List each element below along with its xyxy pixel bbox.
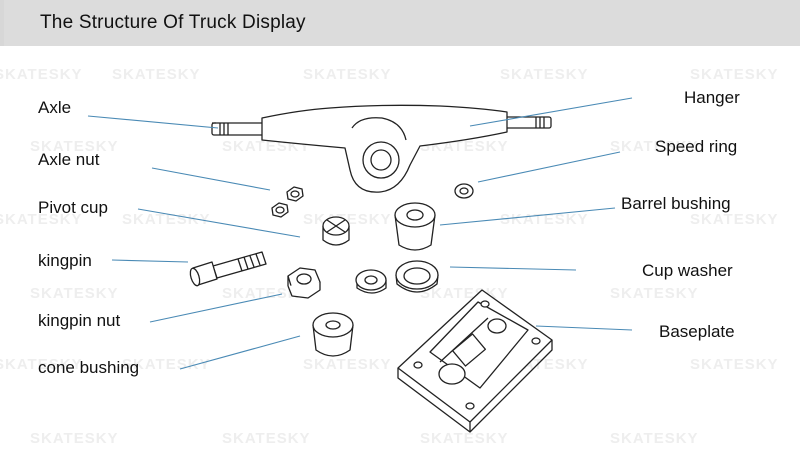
cone-bushing-hole	[325, 320, 341, 330]
watermark: SKATESKY	[690, 211, 779, 228]
kingpin-head-end	[189, 267, 201, 287]
watermark: SKATESKY	[112, 66, 201, 83]
kingpin-nut-part	[287, 267, 321, 299]
cup-washer-inner	[403, 267, 431, 285]
washer-small-part	[355, 269, 387, 294]
label-speed-ring: Speed ring	[655, 137, 738, 156]
watermark: SKATESKY	[610, 138, 699, 155]
leader-kingpin-nut	[149, 293, 283, 323]
label-axle: Axle	[38, 98, 72, 117]
kingpin-nut-hole	[296, 273, 312, 285]
pivot-cup-part	[322, 216, 350, 246]
watermark: SKATESKY	[30, 430, 119, 447]
watermark: SKATESKY	[30, 138, 119, 155]
label-pivot-cup: Pivot cup	[38, 198, 108, 217]
leader-speed-ring	[477, 151, 621, 183]
page-title: The Structure Of Truck Display	[40, 12, 306, 33]
baseplate-mount-hole	[480, 300, 490, 308]
pivot-cup-cross	[326, 219, 346, 233]
baseplate-mount-hole	[413, 361, 423, 369]
axle-nut-part	[271, 186, 304, 218]
watermark: SKATESKY	[303, 356, 392, 373]
barrel-bushing-hole	[406, 209, 424, 221]
watermark: SKATESKY	[122, 211, 211, 228]
leader-pivot-cup	[137, 208, 301, 238]
label-barrel-bushing: Barrel bushing	[621, 194, 731, 213]
hanger-pivot-arm	[351, 117, 407, 141]
watermark: SKATESKY	[222, 285, 311, 302]
leader-hanger	[469, 97, 633, 127]
title-accent	[0, 0, 4, 46]
baseplate-mount-hole	[531, 337, 541, 345]
axle-right-thread	[535, 117, 545, 128]
watermark: SKATESKY	[610, 430, 699, 447]
watermark: SKATESKY	[690, 356, 779, 373]
watermark: SKATESKY	[500, 211, 589, 228]
hanger-kingpin-hole-inner	[370, 149, 392, 171]
leader-lines	[87, 97, 633, 370]
baseplate-pivot-hole	[487, 318, 507, 334]
kingpin-thread	[237, 253, 261, 272]
washer-small-hole	[364, 275, 378, 285]
cone-bushing-part	[312, 312, 354, 357]
watermark: SKATESKY	[0, 211, 83, 228]
speed-ring-part	[454, 183, 474, 199]
leader-axle-nut	[151, 167, 271, 191]
label-cup-washer: Cup washer	[642, 261, 733, 280]
baseplate-part	[397, 289, 553, 433]
kingpin-part	[189, 251, 267, 287]
leader-baseplate	[535, 325, 633, 331]
baseplate-kingpin-seat	[451, 333, 487, 367]
watermark: SKATESKY	[122, 356, 211, 373]
watermark: SKATESKY	[0, 356, 83, 373]
axle-nut-1-hole	[290, 190, 300, 198]
watermark: SKATESKY	[303, 66, 392, 83]
speed-ring-1-hole	[459, 187, 469, 195]
leader-cone-bushing	[179, 335, 301, 370]
watermark: SKATESKY	[0, 66, 83, 83]
leader-cup-washer	[449, 266, 577, 271]
barrel-bushing-part	[394, 202, 436, 251]
leader-kingpin	[111, 259, 189, 263]
axle-left-thread	[212, 122, 229, 135]
baseplate-block-ridge	[439, 317, 489, 363]
baseplate-boss	[438, 363, 466, 385]
label-cone-bushing: cone bushing	[38, 358, 140, 377]
label-kingpin-nut: kingpin nut	[38, 311, 121, 330]
watermark: SKATESKY	[500, 66, 589, 83]
watermark: SKATESKY	[420, 430, 509, 447]
baseplate-mount-hole	[465, 402, 475, 410]
label-hanger: Hanger	[684, 88, 740, 107]
title-bar: The Structure Of Truck Display	[0, 0, 800, 46]
leader-barrel-bushing	[439, 207, 616, 226]
label-axle-nut: Axle nut	[38, 150, 100, 169]
watermark: SKATESKY	[222, 430, 311, 447]
watermark: SKATESKY	[610, 285, 699, 302]
watermark: SKATESKY	[30, 285, 119, 302]
label-baseplate: Baseplate	[659, 322, 735, 341]
watermark: SKATESKY	[690, 66, 779, 83]
axle-nut-2-hole	[275, 206, 285, 214]
cup-washer-part	[395, 260, 439, 293]
hanger-part	[211, 104, 552, 193]
kingpin-nut-side	[287, 276, 321, 299]
leader-axle	[87, 115, 219, 129]
label-kingpin: kingpin	[38, 251, 92, 270]
